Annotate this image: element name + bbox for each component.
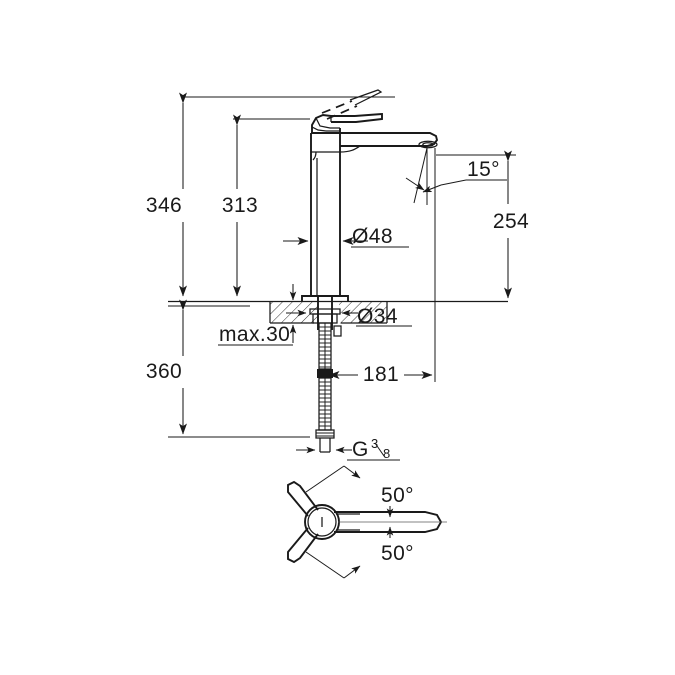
body-inner-fillet bbox=[312, 151, 317, 161]
a50-top-label: 50° bbox=[381, 484, 414, 507]
dimension-max30: max.30 bbox=[218, 284, 297, 346]
plan-view: 50° 50° bbox=[287, 465, 447, 579]
max30-label: max.30 bbox=[219, 323, 290, 346]
a15-leader bbox=[440, 179, 467, 186]
dim346-label: 346 bbox=[146, 194, 182, 217]
dimension-360: 360 bbox=[146, 299, 310, 438]
a15-arrow-outer bbox=[405, 177, 425, 191]
lever-handle-lower-contour bbox=[315, 117, 340, 129]
lever-raised-lower bbox=[326, 105, 358, 120]
dimension-15deg: 15° bbox=[405, 147, 507, 205]
plan-spout-neck bbox=[336, 513, 360, 531]
a50-bottom-arrow bbox=[343, 565, 361, 579]
a15-arrow-inner bbox=[422, 184, 442, 193]
lever-handle-bottom bbox=[311, 126, 327, 132]
shank-lug bbox=[333, 325, 342, 337]
thread-fraction-slash bbox=[374, 442, 385, 457]
lever-raised-upper bbox=[321, 100, 353, 114]
aerator-outlet bbox=[418, 140, 438, 149]
base-escutcheon bbox=[301, 295, 349, 302]
dimension-313: 313 bbox=[222, 114, 310, 297]
dimension-d34: Ø34 bbox=[286, 305, 412, 328]
dimension-346: 346 bbox=[146, 92, 395, 297]
spout-underside-fillet bbox=[339, 145, 361, 153]
thread-numerator-label: 3 bbox=[371, 436, 378, 451]
aerator-inner bbox=[422, 142, 434, 147]
dim313-label: 313 bbox=[222, 194, 258, 217]
lever-handle-arm bbox=[331, 112, 383, 123]
plan-lever-lower bbox=[287, 527, 319, 564]
dimension-d48: Ø48 bbox=[283, 225, 409, 248]
dim254-label: 254 bbox=[493, 210, 529, 233]
thread-label-group: G 3 8 bbox=[296, 436, 400, 461]
lever-raised-tip bbox=[349, 89, 383, 106]
thread-denominator-label: 8 bbox=[383, 446, 390, 461]
thread-fitting bbox=[315, 429, 335, 439]
dim48-label: Ø48 bbox=[352, 225, 393, 248]
counter-hatch-right bbox=[339, 301, 387, 324]
dim34-label: Ø34 bbox=[357, 305, 398, 328]
a50-bottom-label: 50° bbox=[381, 542, 414, 565]
dimension-254: 254 bbox=[436, 150, 529, 299]
thread-tail bbox=[319, 438, 331, 452]
a15-label: 15° bbox=[467, 158, 500, 181]
a15-angled-ref bbox=[413, 147, 428, 204]
a50-top-arrow bbox=[343, 465, 361, 479]
a50-bottom-ext bbox=[305, 551, 345, 579]
dim360-label: 360 bbox=[146, 360, 182, 383]
dim181-label: 181 bbox=[363, 363, 399, 386]
a50-top-ext bbox=[305, 465, 345, 493]
plan-body-circle-inner bbox=[307, 507, 337, 537]
plan-lever-upper bbox=[287, 480, 319, 517]
thread-prefix-label: G bbox=[352, 438, 369, 461]
